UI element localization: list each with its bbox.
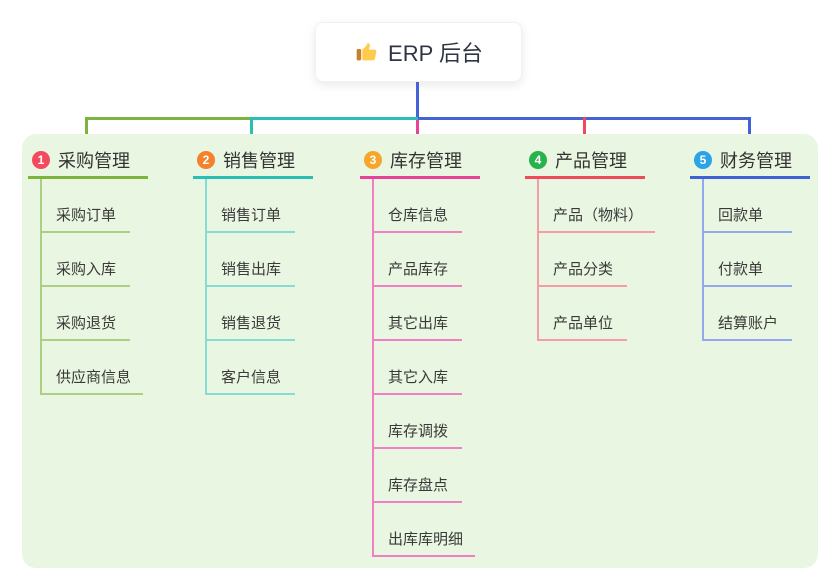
child-node[interactable]: 采购订单: [42, 179, 130, 233]
branches-panel: [22, 134, 818, 568]
branch-number-badge: 5: [694, 150, 712, 169]
branch-finance: 5 财务管理 回款单 付款单 结算账户: [690, 146, 820, 341]
child-node[interactable]: 客户信息: [207, 341, 295, 395]
child-node[interactable]: 销售出库: [207, 233, 295, 287]
branch-title-label: 产品管理: [555, 150, 627, 171]
branch-children: 采购订单 采购入库 采购退货 供应商信息: [40, 179, 144, 395]
branch-children: 销售订单 销售出库 销售退货 客户信息: [205, 179, 295, 395]
branch-purchase: 1 采购管理 采购订单 采购入库 采购退货 供应商信息: [28, 146, 158, 395]
branch-children: 回款单 付款单 结算账户: [702, 179, 792, 341]
branch-title-label: 采购管理: [58, 150, 130, 171]
child-node[interactable]: 采购退货: [42, 287, 130, 341]
branch-number-badge: 4: [529, 150, 547, 169]
child-node[interactable]: 其它出库: [374, 287, 462, 341]
thumbs-up-icon: [354, 40, 378, 64]
branch-children: 仓库信息 产品库存 其它出库 其它入库 库存调拨 库存盘点 出库库明细: [372, 179, 476, 557]
branch-title-label: 库存管理: [390, 150, 462, 171]
root-node[interactable]: ERP 后台: [315, 22, 522, 82]
connector-bus-segment: [86, 117, 252, 120]
branch-node-product[interactable]: 4 产品管理: [525, 146, 645, 179]
child-node[interactable]: 销售订单: [207, 179, 295, 233]
child-node[interactable]: 产品（物料）: [539, 179, 656, 233]
child-node[interactable]: 出库库明细: [374, 503, 476, 557]
child-node[interactable]: 结算账户: [704, 287, 792, 341]
child-node[interactable]: 库存盘点: [374, 449, 462, 503]
root-title: ERP 后台: [388, 41, 483, 66]
branch-number-badge: 1: [32, 150, 50, 169]
child-node[interactable]: 其它入库: [374, 341, 462, 395]
child-node[interactable]: 回款单: [704, 179, 792, 233]
branch-node-purchase[interactable]: 1 采购管理: [28, 146, 148, 179]
child-node[interactable]: 产品单位: [539, 287, 627, 341]
connector-drop: [85, 117, 88, 148]
child-node[interactable]: 销售退货: [207, 287, 295, 341]
connector-drop: [583, 117, 586, 148]
branch-title-label: 销售管理: [223, 150, 295, 171]
branch-number-badge: 3: [364, 150, 382, 169]
child-node[interactable]: 库存调拨: [374, 395, 462, 449]
branch-inventory: 3 库存管理 仓库信息 产品库存 其它出库 其它入库 库存调拨 库存盘点 出库库…: [360, 146, 490, 557]
branch-product: 4 产品管理 产品（物料） 产品分类 产品单位: [525, 146, 656, 341]
branch-sales: 2 销售管理 销售订单 销售出库 销售退货 客户信息: [193, 146, 323, 395]
child-node[interactable]: 产品库存: [374, 233, 462, 287]
child-node[interactable]: 付款单: [704, 233, 792, 287]
connector-bus-segment: [252, 117, 418, 120]
root-connector-line: [416, 82, 419, 122]
connector-drop: [250, 117, 253, 148]
branch-node-inventory[interactable]: 3 库存管理: [360, 146, 480, 179]
child-node[interactable]: 仓库信息: [374, 179, 462, 233]
branch-number-badge: 2: [197, 150, 215, 169]
child-node[interactable]: 产品分类: [539, 233, 627, 287]
child-node[interactable]: 采购入库: [42, 233, 130, 287]
branch-children: 产品（物料） 产品分类 产品单位: [537, 179, 656, 341]
child-node[interactable]: 供应商信息: [42, 341, 144, 395]
connector-drop: [748, 117, 751, 148]
branch-node-finance[interactable]: 5 财务管理: [690, 146, 810, 179]
branch-title-label: 财务管理: [720, 150, 792, 171]
branch-node-sales[interactable]: 2 销售管理: [193, 146, 313, 179]
